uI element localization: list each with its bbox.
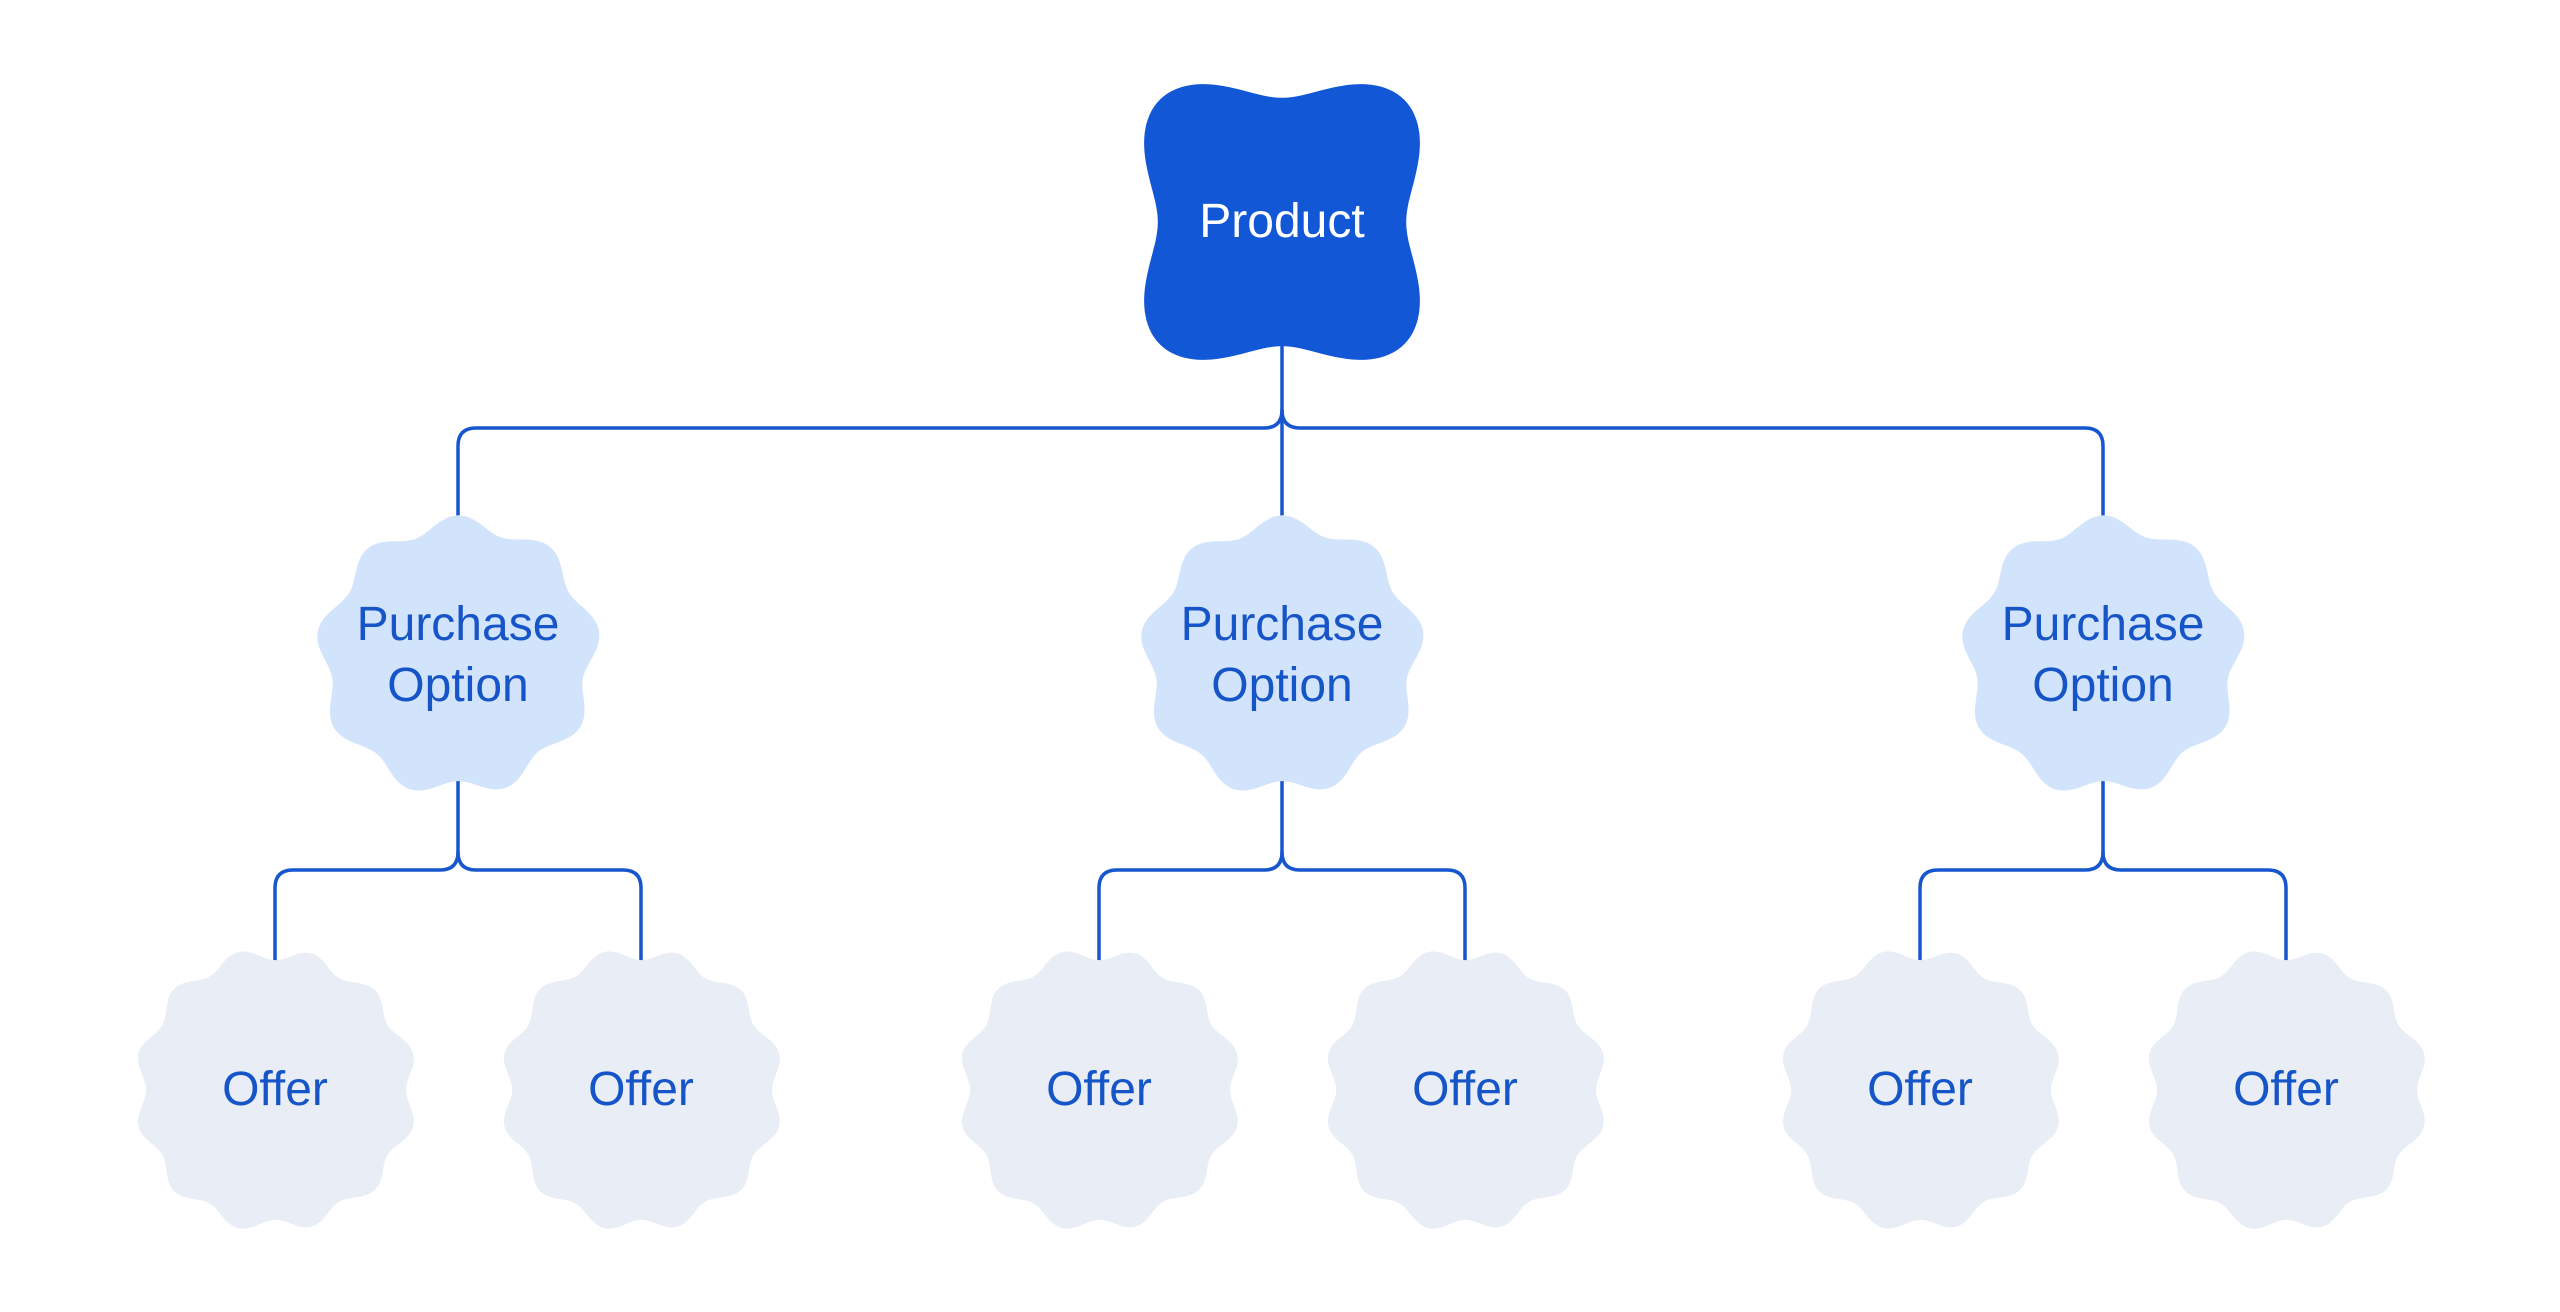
purchase-option-label: Purchase Option: [356, 598, 560, 712]
purchase-option-label: Purchase Option: [2001, 598, 2205, 712]
purchase-option-blob-path: [1141, 515, 1424, 791]
connector-l1-left: [456, 408, 1284, 542]
purchase-option-blob-path: [1962, 515, 2245, 791]
node-offer-1: Offer: [125, 940, 425, 1240]
offer-label: Offer: [1412, 1062, 1518, 1116]
offer-blob-shape: [1782, 951, 2059, 1229]
offer-blob-path: [137, 951, 414, 1229]
connector-l2-2-left: [1097, 778, 1284, 962]
offer-blob-shape: [961, 951, 1238, 1229]
purchase-option-blob-path: [317, 515, 600, 791]
offer-label: Offer: [1867, 1062, 1973, 1116]
offer-blob-shape: [137, 951, 414, 1229]
connector-l2-1-right: [456, 850, 643, 962]
offer-blob-shape: [503, 951, 780, 1229]
node-purchase-option-2: Purchase Option: [1132, 506, 1432, 806]
offer-label: Offer: [2233, 1062, 2339, 1116]
node-purchase-option-3: Purchase Option: [1953, 506, 2253, 806]
node-purchase-option-1: Purchase Option: [308, 506, 608, 806]
offer-label: Offer: [222, 1062, 328, 1116]
node-offer-4: Offer: [1315, 940, 1615, 1240]
connector-l2-2-right: [1280, 850, 1467, 962]
product-blob-path: [1144, 84, 1420, 360]
purchase-option-label: Purchase Option: [1180, 598, 1384, 712]
node-offer-5: Offer: [1770, 940, 2070, 1240]
offer-blob-shape: [2148, 951, 2425, 1229]
connector-l2-3-left: [1918, 778, 2105, 962]
connector-l1-right: [1280, 408, 2105, 542]
offer-blob-path: [2148, 951, 2425, 1229]
purchase-option-blob-shape: [1962, 515, 2245, 791]
purchase-option-blob-shape: [317, 515, 600, 791]
node-product: Product: [1132, 72, 1432, 372]
connector-l2-3-right: [2101, 850, 2288, 962]
offer-blob-path: [503, 951, 780, 1229]
offer-blob-shape: [1327, 951, 1604, 1229]
node-offer-3: Offer: [949, 940, 1249, 1240]
offer-blob-path: [1327, 951, 1604, 1229]
connector-l2-1-left: [273, 778, 460, 962]
offer-blob-path: [961, 951, 1238, 1229]
offer-label: Offer: [1046, 1062, 1152, 1116]
node-offer-6: Offer: [2136, 940, 2436, 1240]
offer-blob-path: [1782, 951, 2059, 1229]
offer-label: Offer: [588, 1062, 694, 1116]
node-offer-2: Offer: [491, 940, 791, 1240]
purchase-option-blob-shape: [1141, 515, 1424, 791]
product-label: Product: [1199, 194, 1365, 248]
product-blob-shape: [1144, 84, 1420, 360]
